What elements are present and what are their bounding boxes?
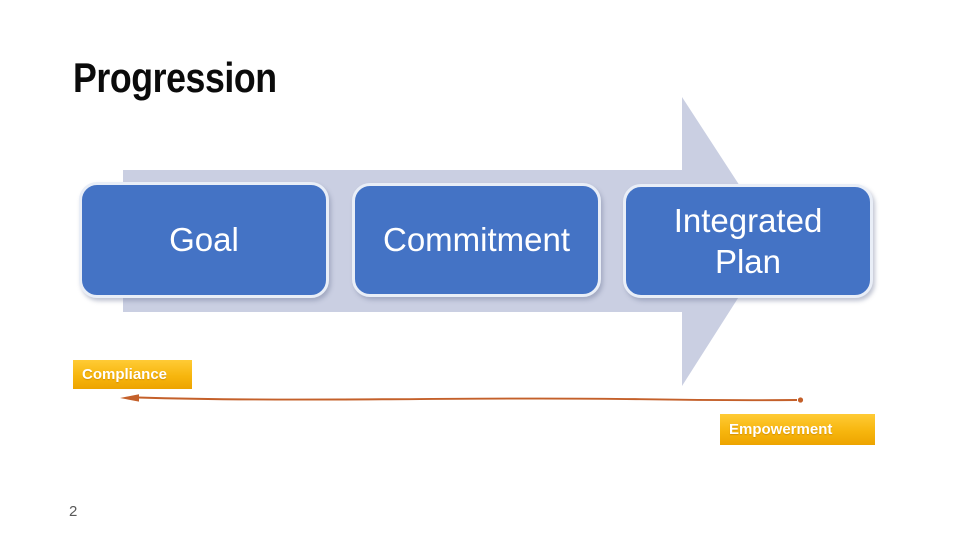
left-arrowhead-icon <box>120 394 139 402</box>
empowerment-label: Empowerment <box>720 414 875 445</box>
connector-end-dot <box>797 397 804 403</box>
step-goal-label: Goal <box>169 221 239 259</box>
step-commitment-label: Commitment <box>382 221 571 259</box>
step-commitment: Commitment <box>352 183 601 297</box>
step-integrated-plan: Integrated Plan <box>623 184 873 298</box>
page-number: 2 <box>69 503 78 520</box>
compliance-label-text: Compliance <box>82 366 168 383</box>
step-goal: Goal <box>79 182 329 298</box>
slide-title: Progression <box>73 54 277 101</box>
compliance-label: Compliance <box>73 360 192 389</box>
empowerment-label-text: Empowerment <box>729 421 833 438</box>
step-integrated-plan-label: Integrated Plan <box>673 201 823 280</box>
connector-curve <box>137 396 798 402</box>
